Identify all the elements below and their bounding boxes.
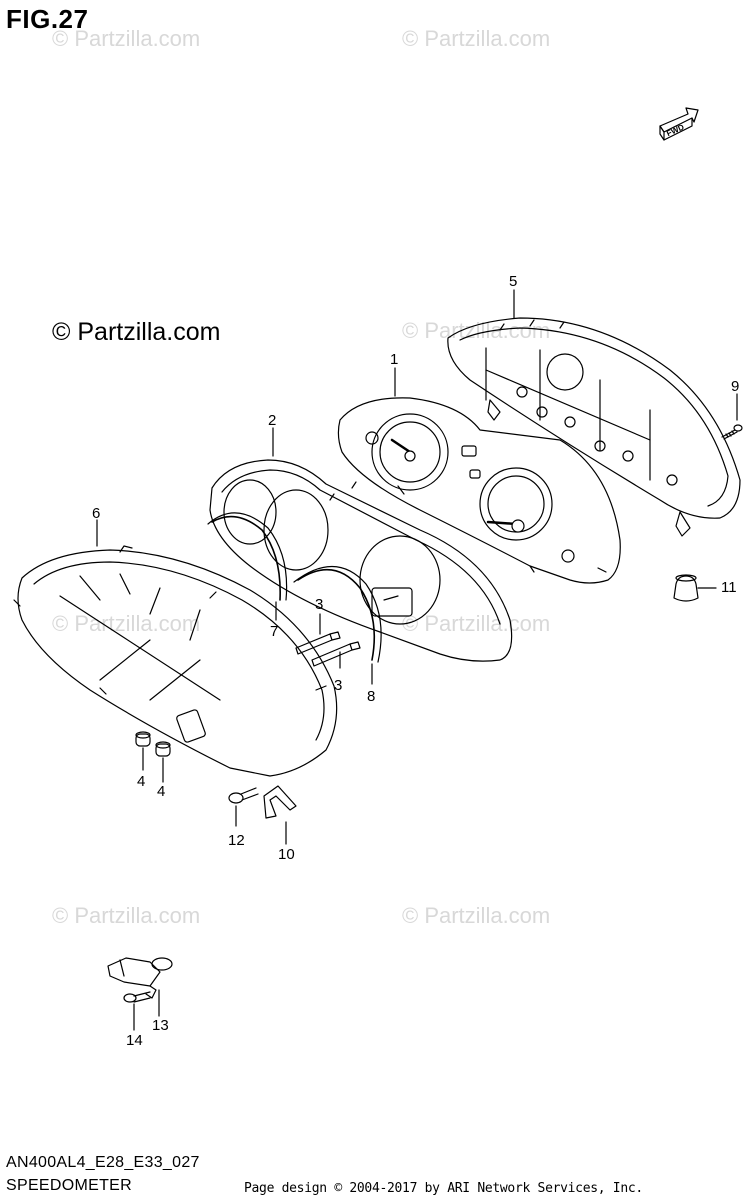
watermark: © Partzilla.com (402, 26, 551, 51)
callout-8: 8 (367, 688, 376, 705)
part-10-bracket (264, 786, 296, 818)
callout-6: 6 (92, 505, 101, 522)
callout-12: 12 (228, 832, 245, 849)
part-14-bolt (124, 992, 150, 1002)
part-1-meter-unit (338, 398, 620, 583)
figure-title: FIG.27 (6, 4, 89, 34)
watermark: © Partzilla.com (52, 611, 201, 636)
callout-7: 7 (270, 623, 279, 640)
callout-14: 14 (126, 1032, 143, 1049)
callout-13: 13 (152, 1017, 169, 1034)
diagram-name: SPEEDOMETER (6, 1177, 132, 1194)
watermark-main: © Partzilla.com (52, 318, 221, 346)
part-7-bezel-ring (212, 517, 280, 600)
diagram-code: AN400AL4_E28_E33_027 (6, 1154, 200, 1171)
callout-3: 3 (334, 677, 343, 694)
part-12-screw (229, 788, 258, 803)
callout-2: 2 (268, 412, 277, 429)
part-9-screw (722, 425, 742, 439)
watermark: © Partzilla.com (402, 903, 551, 928)
part-7-bezel-ring-outer (208, 513, 287, 600)
watermark: © Partzilla.com (402, 318, 551, 343)
callout-10: 10 (278, 846, 295, 863)
part-11-cap (674, 575, 698, 601)
watermark: © Partzilla.com (52, 903, 201, 928)
fwd-arrow-icon: FWD (660, 108, 698, 140)
part-4-grommets (136, 732, 170, 756)
watermark: © Partzilla.com (402, 611, 551, 636)
part-6-meter-cover (14, 546, 337, 776)
callout-4: 4 (137, 773, 146, 790)
part-13-speed-sensor (108, 958, 172, 998)
part-2-meter-housing (210, 460, 512, 661)
callout-4: 4 (157, 783, 166, 800)
callout-9: 9 (731, 378, 740, 395)
part-8-bezel-ring-outer (294, 566, 381, 662)
part-8-bezel-ring (298, 570, 374, 660)
watermark: © Partzilla.com (52, 26, 201, 51)
part-3-bulbs (296, 632, 360, 666)
callout-1: 1 (390, 351, 399, 368)
callout-3: 3 (315, 596, 324, 613)
callout-5: 5 (509, 273, 518, 290)
copyright-credit: Page design © 2004-2017 by ARI Network S… (244, 1181, 643, 1196)
part-5-rear-case (448, 318, 740, 536)
callout-11: 11 (721, 579, 737, 596)
